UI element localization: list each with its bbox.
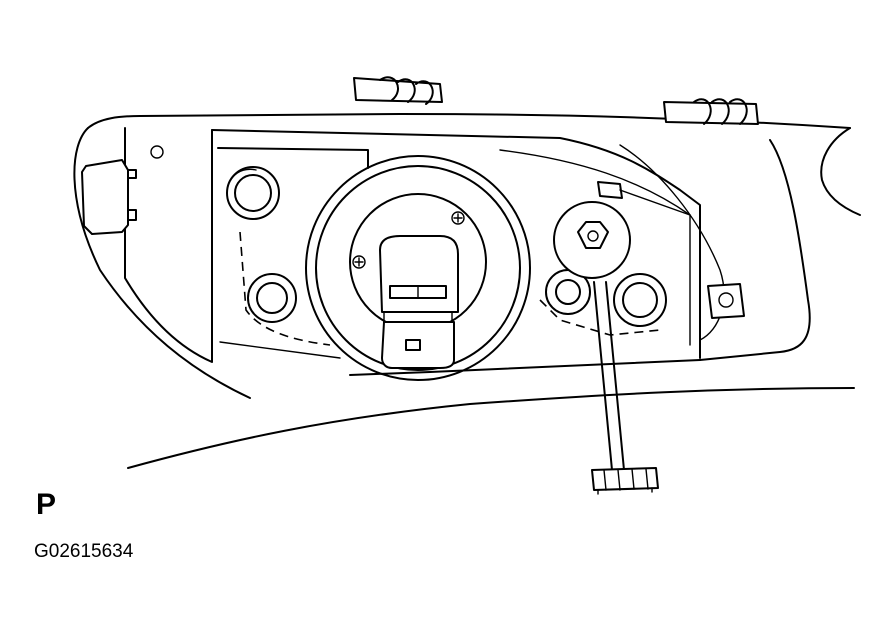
adjusting-screw-icon bbox=[554, 182, 630, 278]
lamp-frame-icon bbox=[125, 128, 700, 362]
top-clip-right-icon bbox=[664, 99, 758, 124]
figure-code-label: G02615634 bbox=[34, 541, 134, 562]
housing-outline-icon bbox=[74, 114, 860, 468]
upper-left-socket-icon bbox=[227, 167, 279, 219]
right-nut-icon bbox=[708, 284, 744, 318]
side-bracket-icon bbox=[82, 160, 136, 234]
lower-left-socket-icon bbox=[248, 274, 296, 322]
view-letter-label: P bbox=[36, 488, 57, 521]
top-clip-left-icon bbox=[354, 77, 442, 104]
screwdriver-icon bbox=[592, 282, 658, 494]
reflector-outline-icon bbox=[240, 232, 330, 345]
reflector-lower-outline-icon bbox=[540, 300, 660, 335]
bulb-socket-icon bbox=[306, 156, 530, 380]
turn-signal-socket-icon bbox=[614, 274, 666, 326]
